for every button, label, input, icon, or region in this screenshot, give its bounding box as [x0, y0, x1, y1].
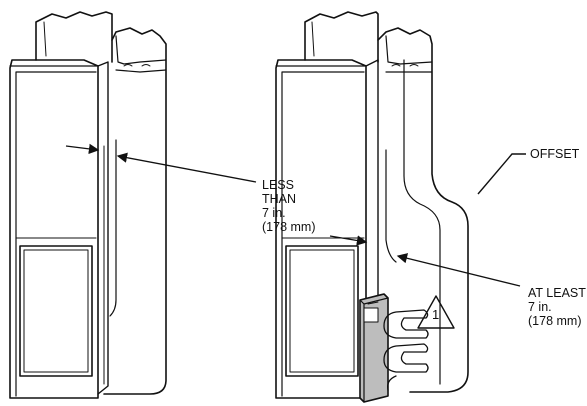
less-than-line-2: THAN — [262, 192, 297, 206]
less-than-label: LESS THAN 7 in. (178 mm) — [262, 178, 315, 234]
at-least-line-1: AT LEAST — [528, 286, 586, 300]
less-than-line-4: (178 mm) — [262, 220, 316, 234]
at-least-line-2: 7 in. — [528, 300, 552, 314]
right-offset-duct — [377, 27, 469, 393]
left-furnace-cabinet — [9, 59, 99, 399]
note-triangle — [417, 295, 455, 329]
note-number: 1 — [432, 307, 440, 322]
offset-leader — [477, 153, 526, 195]
right-upper-plenum — [304, 11, 379, 63]
at-least-line-3: (178 mm) — [528, 314, 582, 328]
less-than-line-1: LESS — [262, 178, 294, 192]
left-dim-arrow-out — [65, 143, 100, 155]
right-dim-arrow-in — [396, 253, 521, 287]
left-upper-plenum — [35, 11, 113, 63]
left-lower-panel — [19, 245, 93, 377]
right-lower-panel — [285, 245, 359, 377]
left-side-duct — [103, 27, 167, 395]
offset-label: OFFSET — [530, 147, 580, 161]
less-than-line-3: 7 in. — [262, 206, 286, 220]
at-least-label: AT LEAST 7 in. (178 mm) — [528, 286, 586, 328]
left-dim-arrow-in — [116, 152, 257, 183]
right-dim-arrow-out — [329, 235, 368, 246]
